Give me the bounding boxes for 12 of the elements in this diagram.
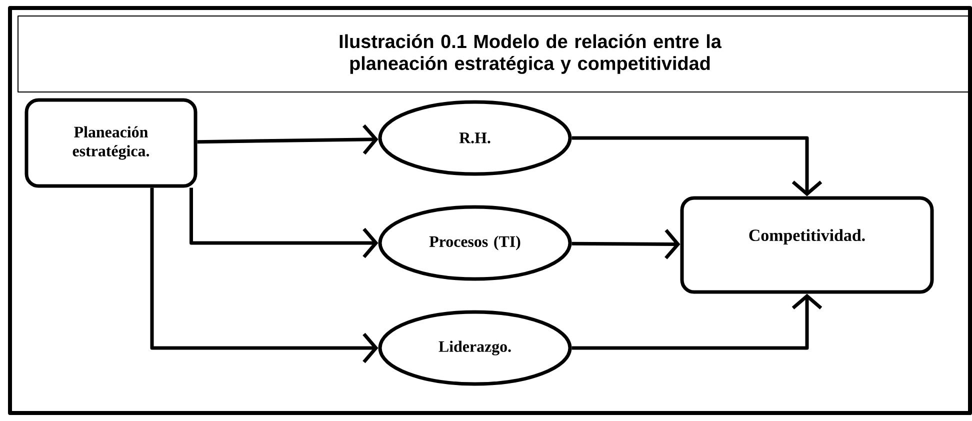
arrow (572, 294, 822, 350)
arrow (572, 136, 822, 196)
ellipse-node: Procesos (TI) (378, 205, 572, 281)
ellipse-node: Liderazgo. (378, 310, 572, 386)
arrow (150, 188, 378, 364)
arrow (197, 124, 378, 155)
arrow (190, 188, 378, 258)
arrow (572, 229, 680, 260)
title-box: Ilustración 0.1 Modelo de relación entre la planeación estratégica y competitividad (18, 16, 972, 92)
rounded-box: Competitividad. (680, 196, 934, 294)
ellipse-node: R.H. (378, 100, 572, 176)
rounded-box: Planeación estratégica. (24, 98, 198, 188)
